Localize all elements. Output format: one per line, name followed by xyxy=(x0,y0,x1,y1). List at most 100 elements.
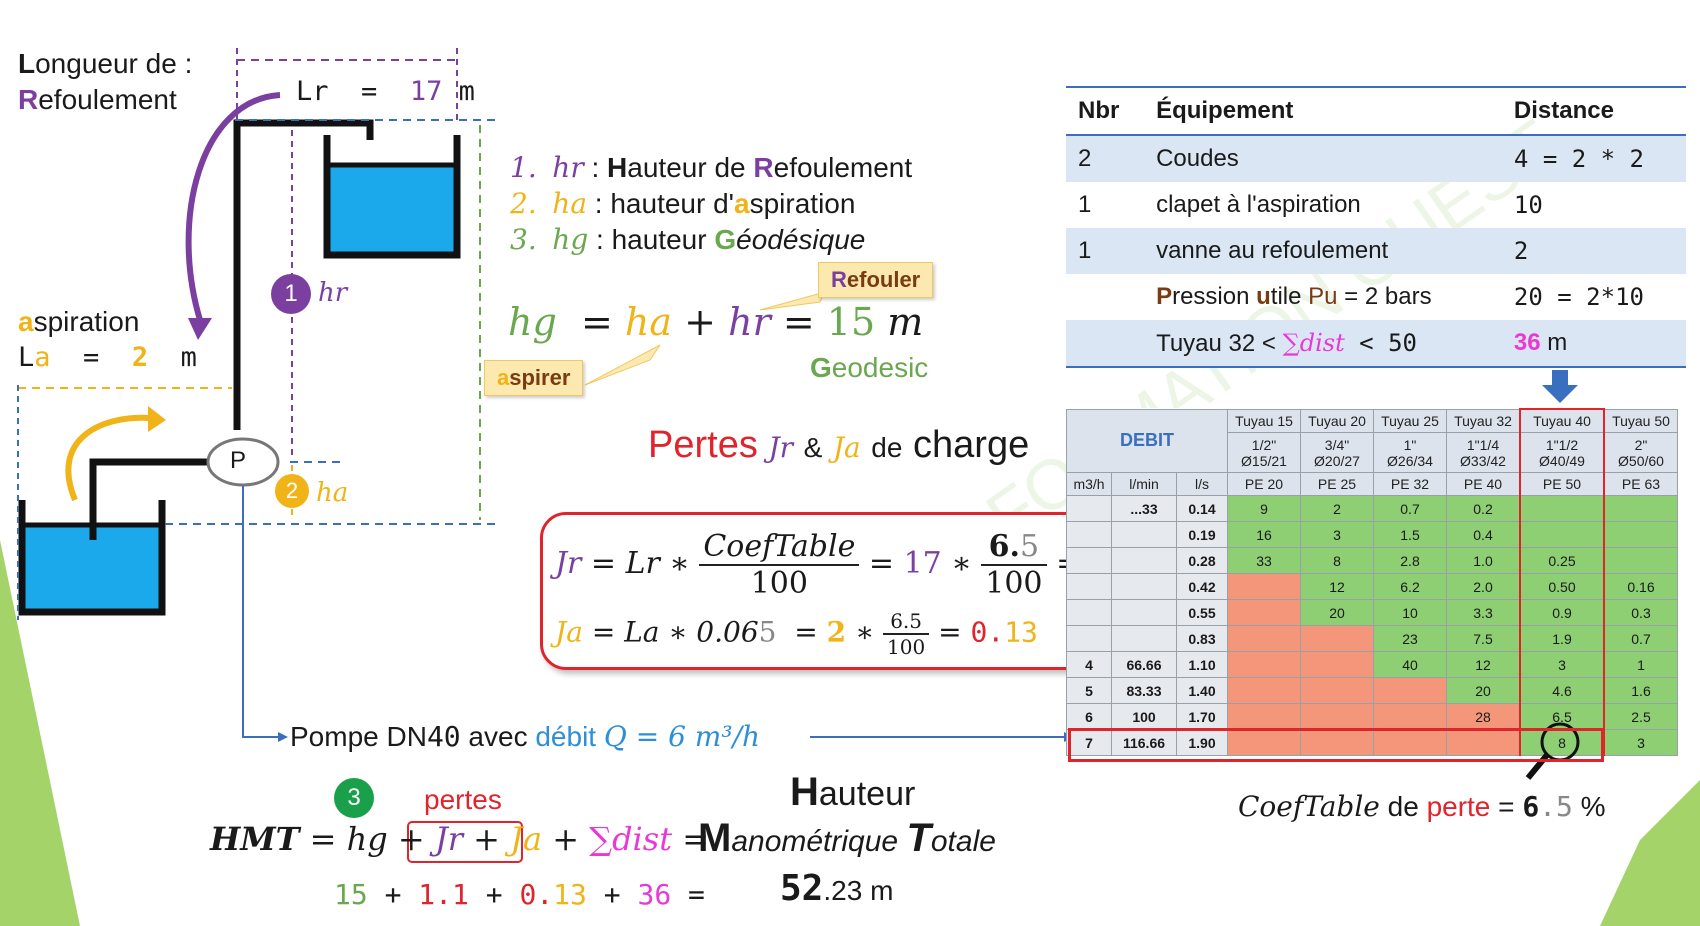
table-cell xyxy=(1066,495,1112,522)
upper-tank-water xyxy=(327,165,457,255)
table-cell xyxy=(1373,729,1447,756)
table-cell: 7 xyxy=(1066,729,1112,756)
table-cell xyxy=(1227,677,1301,704)
table-cell xyxy=(1066,521,1112,548)
ha-label: ha xyxy=(316,478,349,508)
down-arrow-icon xyxy=(1542,370,1578,403)
callout-refouler: Refouler xyxy=(818,262,934,298)
pump-circle xyxy=(206,437,280,487)
table-cell: 16 xyxy=(1227,521,1301,548)
table-cell: 0.50 xyxy=(1519,573,1605,600)
table-cell: 0.16 xyxy=(1603,573,1678,600)
badge-1: 1 xyxy=(271,274,311,314)
table-cell: 3 xyxy=(1519,651,1605,678)
table-cell: 2.8 xyxy=(1373,547,1447,574)
legend-item-3: 3. hg : hauteur Géodésique xyxy=(510,223,866,256)
table-cell: 12 xyxy=(1300,573,1374,600)
table-cell: 40 xyxy=(1373,651,1447,678)
table-cell: 4.6 xyxy=(1519,677,1605,704)
table-cell: 0.4 xyxy=(1446,521,1521,548)
table-cell xyxy=(1227,651,1301,678)
badge-3: 3 xyxy=(334,778,374,818)
table-cell: 4 xyxy=(1066,651,1112,678)
height-legend: 1. hr : Hauteur de Refoulement 2. ha : h… xyxy=(510,150,912,258)
table-cell xyxy=(1111,599,1177,626)
table-cell: 23 xyxy=(1373,625,1447,652)
table-cell xyxy=(1519,495,1605,522)
table-cell: 20 xyxy=(1446,677,1521,704)
discharge-pipe xyxy=(233,119,374,430)
table-cell: 1 xyxy=(1603,651,1678,678)
hmt-result: 52.23 m xyxy=(780,868,894,909)
table-cell xyxy=(1300,677,1374,704)
pump-line: Pompe DN40 avec débit Q = 6 m³/h xyxy=(290,720,761,753)
table-cell: 8 xyxy=(1300,547,1374,574)
table-cell: 1.5 xyxy=(1373,521,1447,548)
pertes-title: Pertes Jr & Ja de charge xyxy=(648,424,1030,466)
pump-label: P xyxy=(230,447,247,474)
table-cell: 6 xyxy=(1066,703,1112,730)
geodesic-label: Geodesic xyxy=(810,352,929,383)
table-cell: 9 xyxy=(1227,495,1301,522)
table-cell: 7.5 xyxy=(1446,625,1521,652)
table-cell: 3 xyxy=(1300,521,1374,548)
mano-label: Manométrique Totale xyxy=(698,816,996,860)
table-cell xyxy=(1603,547,1678,574)
table-cell xyxy=(1603,495,1678,522)
hg-equation: hg = ha + hr = 15 m xyxy=(508,300,924,344)
table-cell: 0.42 xyxy=(1176,573,1228,600)
table-cell: 0.7 xyxy=(1603,625,1678,652)
table-cell: 2 xyxy=(1300,495,1374,522)
coef-caption: CoefTable de perte = 6.5 % xyxy=(1238,790,1606,823)
table-cell: 66.66 xyxy=(1111,651,1177,678)
legend-item-1: 1. hr : Hauteur de Refoulement xyxy=(510,151,913,184)
table-cell: 1.40 xyxy=(1176,677,1228,704)
table-cell: 1.9 xyxy=(1519,625,1605,652)
table-cell: 0.2 xyxy=(1446,495,1521,522)
table-cell: 5 xyxy=(1066,677,1112,704)
table-cell xyxy=(1111,521,1177,548)
table-cell xyxy=(1066,573,1112,600)
lower-tank xyxy=(18,500,166,616)
table-cell xyxy=(1603,521,1678,548)
table-cell: 3.3 xyxy=(1446,599,1521,626)
table-cell xyxy=(1066,625,1112,652)
table-cell: 0.7 xyxy=(1373,495,1447,522)
table-cell: 8 xyxy=(1519,729,1605,756)
decor-triangle-right xyxy=(1600,780,1700,926)
upper-tank xyxy=(323,135,461,259)
table-cell xyxy=(1519,521,1605,548)
badge-2: 2 xyxy=(275,474,309,508)
table-cell xyxy=(1300,625,1374,652)
table-cell xyxy=(1227,625,1301,652)
lr-value: Lr = 17 m xyxy=(296,76,475,107)
table-cell xyxy=(1300,703,1374,730)
table-cell xyxy=(1227,729,1301,756)
table-cell: 20 xyxy=(1300,599,1374,626)
suction-pipe xyxy=(89,458,208,540)
table-cell xyxy=(1373,703,1447,730)
table-cell xyxy=(1111,573,1177,600)
table-cell: 0.3 xyxy=(1603,599,1678,626)
decor-triangle-left xyxy=(0,540,80,926)
table-cell: 0.55 xyxy=(1176,599,1228,626)
table-cell xyxy=(1227,573,1301,600)
table-cell xyxy=(1227,703,1301,730)
selected-row-highlight xyxy=(1068,728,1604,762)
table-cell: 2.5 xyxy=(1603,703,1678,730)
table-cell: 1.10 xyxy=(1176,651,1228,678)
hr-label: hr xyxy=(318,278,348,308)
